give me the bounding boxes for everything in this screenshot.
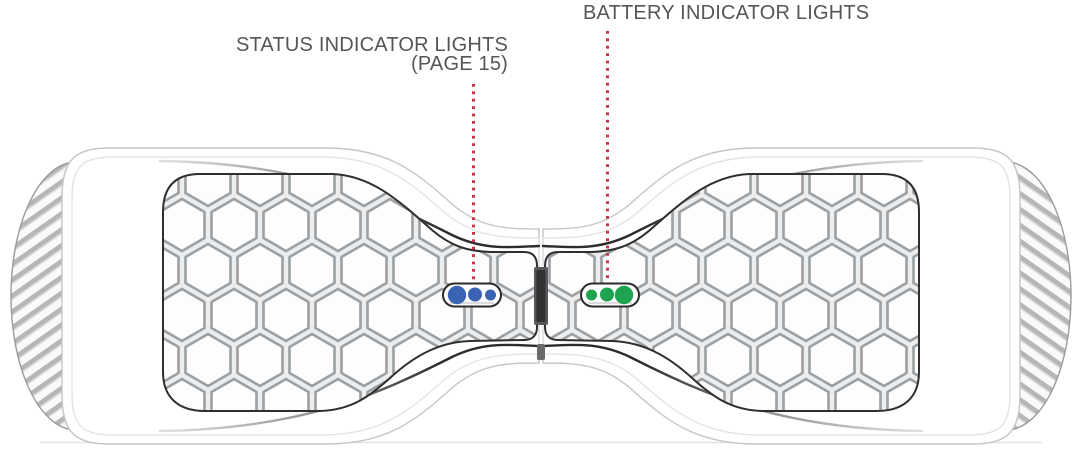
battery-indicator-lights [580,282,640,308]
status-light-3 [485,289,496,301]
center-hinge [534,267,548,360]
status-light-2 [468,287,482,302]
status-lights-callout: STATUS INDICATOR LIGHTS (PAGE 15) [235,34,508,75]
status-light-1 [447,285,467,305]
battery-light-3 [614,285,634,305]
status-callout-line2: (PAGE 15) [410,53,508,75]
right-footpad [544,173,920,412]
battery-light-1 [586,289,597,301]
left-footpad [162,173,538,412]
battery-light-2 [600,287,614,302]
status-callout-line1: STATUS INDICATOR LIGHTS [235,34,508,56]
battery-callout-label: BATTERY INDICATOR LIGHTS [583,2,870,24]
status-indicator-lights [442,282,502,308]
battery-lights-callout: BATTERY INDICATOR LIGHTS [583,2,870,24]
